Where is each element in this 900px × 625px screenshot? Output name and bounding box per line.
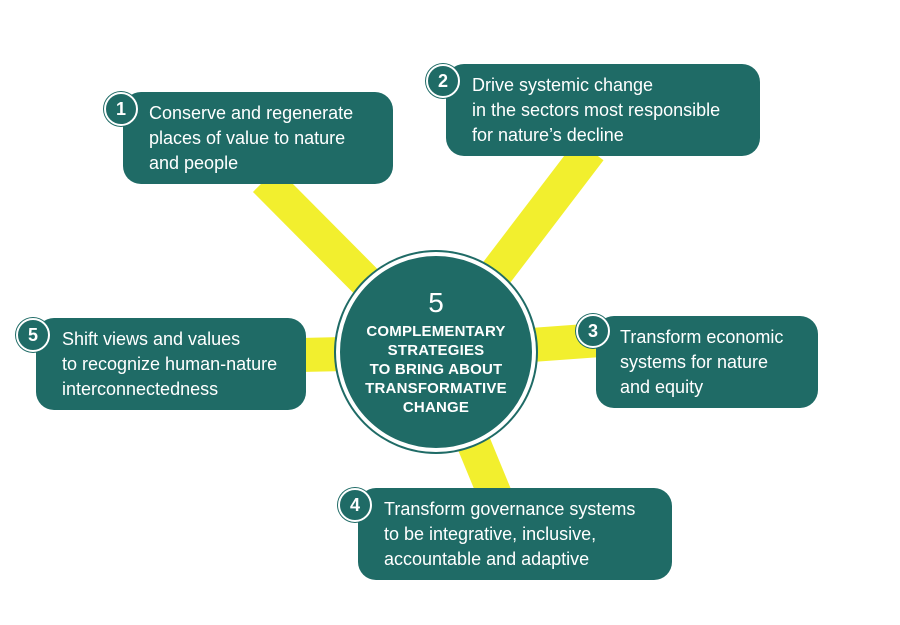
strategy-box-5: Shift views and values to recognize huma… [36, 318, 306, 410]
center-number: 5 [428, 286, 444, 318]
center-hub: 5 COMPLEMENTARY STRATEGIES TO BRING ABOU… [336, 252, 536, 452]
strategy-text-4: Transform governance systems to be integ… [384, 498, 636, 569]
strategy-text-3: Transform economic systems for nature an… [620, 326, 784, 397]
strategy-text-1: Conserve and regenerate places of value … [149, 102, 354, 173]
center-title: COMPLEMENTARY STRATEGIES TO BRING ABOUT … [365, 322, 507, 416]
strategy-number-1: 1 [104, 92, 138, 126]
strategy-box-4: Transform governance systems to be integ… [358, 488, 672, 580]
strategy-number-3: 3 [576, 314, 610, 348]
strategy-number-2: 2 [426, 64, 460, 98]
strategy-number-5: 5 [16, 318, 50, 352]
strategy-box-3: Transform economic systems for nature an… [596, 316, 818, 408]
strategy-number-4: 4 [338, 488, 372, 522]
strategy-text-5: Shift views and values to recognize huma… [62, 328, 278, 399]
strategy-text-2: Drive systemic change in the sectors mos… [472, 74, 721, 145]
strategy-box-1: Conserve and regenerate places of value … [123, 92, 393, 184]
strategy-box-2: Drive systemic change in the sectors mos… [446, 64, 760, 156]
